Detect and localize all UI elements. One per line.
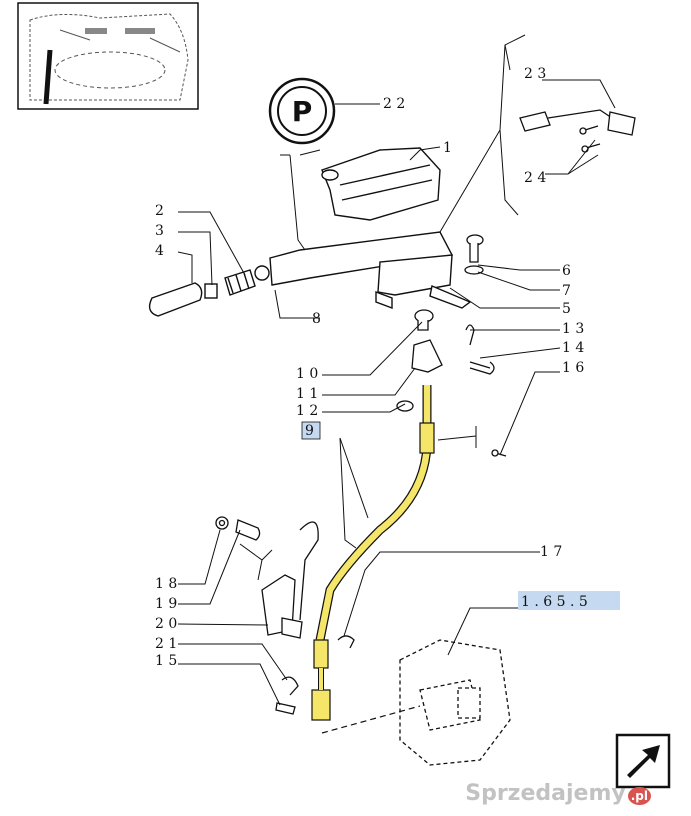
brake-lever[interactable] (269, 231, 472, 310)
parking-brake-symbol: P (268, 77, 336, 145)
wiring-harness[interactable] (519, 109, 636, 153)
lower-bracket[interactable] (215, 516, 355, 715)
brake-housing[interactable] (399, 639, 511, 766)
callout-3: 3 (155, 223, 164, 239)
callout-7: 7 (562, 283, 571, 299)
watermark: Sprzedajemy.pl (465, 781, 651, 806)
callout-6: 6 (562, 263, 571, 279)
callout-22: 2 2 (383, 96, 405, 112)
watermark-badge: .pl (627, 787, 651, 805)
callout-21: 2 1 (155, 636, 177, 652)
callout-24: 2 4 (524, 170, 546, 186)
linkage-line (321, 705, 421, 734)
callout-23: 2 3 (524, 66, 546, 82)
thumbnail-inset[interactable] (17, 2, 199, 110)
reference-link[interactable]: 1 . 6 5 . 5 (518, 591, 620, 610)
callout-9: 9 (305, 423, 314, 439)
callout-19: 1 9 (155, 596, 177, 612)
clip-pin[interactable] (465, 324, 507, 457)
callout-1: 1 (443, 140, 452, 156)
callout-11: 1 1 (296, 386, 318, 402)
brake-cable[interactable] (311, 385, 435, 721)
callout-17: 1 7 (540, 544, 562, 560)
callout-20: 2 0 (155, 616, 177, 632)
reference-text: 1 . 6 5 . 5 (521, 594, 588, 610)
parking-symbol-letter: P (292, 95, 313, 128)
callout-numbers: 1 2 3 4 5 6 7 8 9 1 0 1 1 1 2 1 3 1 4 1 … (155, 66, 584, 669)
next-page-arrow-icon[interactable] (615, 733, 671, 789)
callout-8: 8 (312, 311, 321, 327)
callout-15: 1 5 (155, 653, 177, 669)
callout-4: 4 (155, 243, 164, 259)
callout-10: 1 0 (296, 366, 318, 382)
pivot-pin[interactable] (464, 234, 484, 275)
callout-13: 1 3 (562, 321, 584, 337)
callout-14: 1 4 (562, 340, 584, 356)
handle-knob[interactable] (148, 265, 270, 317)
leader-lines (177, 34, 616, 706)
callout-18: 1 8 (155, 576, 177, 592)
callout-2: 2 (155, 203, 164, 219)
lever-boot[interactable] (321, 147, 441, 221)
callout-5: 5 (562, 301, 571, 317)
callout-12: 1 2 (296, 403, 318, 419)
callout-9-box[interactable] (301, 421, 321, 440)
callout-16: 1 6 (562, 360, 584, 376)
clevis[interactable] (396, 309, 443, 412)
